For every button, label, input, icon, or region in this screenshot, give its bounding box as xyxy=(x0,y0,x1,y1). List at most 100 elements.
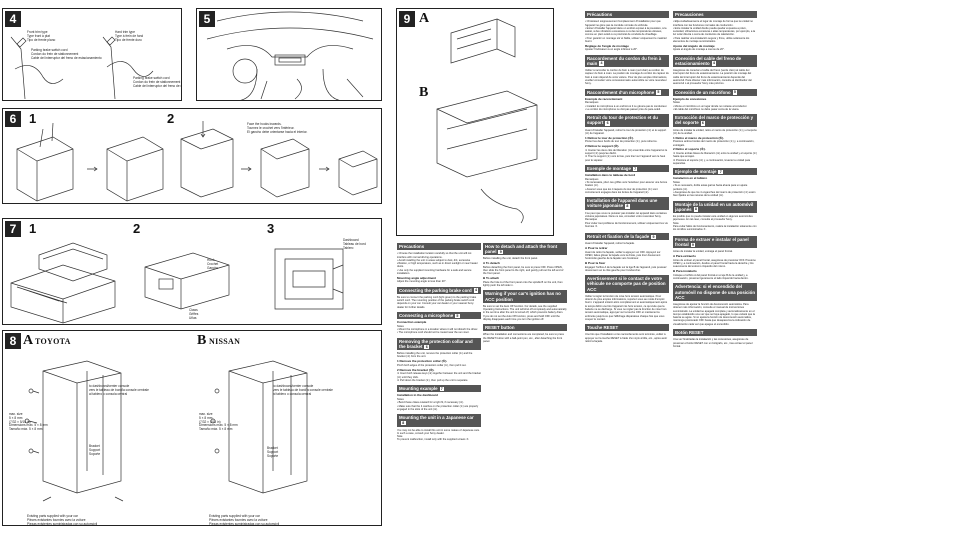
body-text: Remarques • Installez le microphone à un… xyxy=(585,101,668,111)
step-number-badge: 8 xyxy=(625,204,630,209)
body-text: Veillez à raccorder le cordon du frein à… xyxy=(585,69,669,86)
body-text: Remarque Pour éviter tout problème de fo… xyxy=(585,218,668,228)
subheading: Ajuste del ángulo de montaje xyxy=(673,43,715,48)
french-col-1: Précautions• Choisissez soigneusement l'… xyxy=(585,8,669,228)
body-text: Notes • Bend these claws outward for a t… xyxy=(397,397,479,411)
subheading: 1 Retirez le tour de protection (①). xyxy=(585,135,634,140)
section-heading-text: RESET button xyxy=(485,325,515,331)
spanish-col-2: Forma de extraer e instalar el panel fro… xyxy=(673,233,757,348)
label-dashboard-b: to dashboard/center console vers le tabl… xyxy=(273,384,333,396)
section-heading: Conexión del cable del freno de estacion… xyxy=(673,54,757,68)
section-heading-text: Ejemplo de montaje xyxy=(675,169,717,175)
body-text: Adjust the mounting angle to less than 2… xyxy=(397,280,447,284)
label-max-size-a: max. size 5 × 8 mm (7/32 × 5/16 in) Dime… xyxy=(9,412,48,432)
body-text: • Choisissez soigneusement l'emplacement… xyxy=(585,20,667,43)
body-text: • Avoid installing the unit in areas sub… xyxy=(397,258,478,269)
label-max-size-b: max. size 5 × 8 mm (7/32 × 5/16 in) Dime… xyxy=(199,412,238,432)
spanish-col-1: Precauciones• Elija cuidadosamente el lu… xyxy=(673,8,757,231)
car-interior-illustration xyxy=(206,11,374,100)
section-heading-text: Conexión de un micrófono xyxy=(675,89,731,95)
panel-number: 9 xyxy=(399,11,415,27)
section-heading: RESET button xyxy=(483,324,567,332)
removal-illustration xyxy=(16,121,378,202)
step-number-badge: 4 xyxy=(473,288,479,293)
section-heading-text: Connecting the parking brake cord xyxy=(399,287,472,293)
body-text: Il se peut que vous ne puissiez pas inst… xyxy=(585,211,667,218)
panel-number: 5 xyxy=(199,11,215,27)
step-number-badge: 7 xyxy=(439,386,445,392)
subheading: Mounting angle adjustment xyxy=(397,275,436,280)
panel-number: 4 xyxy=(5,11,21,27)
body-text: Before installing the unit, detach the f… xyxy=(483,257,538,261)
panel-7: 7 1 2 3 Hook Crochet Gancho Claws Griffe… xyxy=(2,218,382,325)
section-heading: How to detach and attach the front panel… xyxy=(483,243,567,256)
section-heading: Mounting the unit in a Japanese car8 xyxy=(397,414,481,427)
section-heading-text: Retrait et fixation de la façade xyxy=(587,234,650,239)
body-text: Veillez à régler la fonction de mise hor… xyxy=(585,294,668,321)
label-parking-right: Parking brake switch cord Cordon du frei… xyxy=(133,76,181,88)
step-3-label: 3 xyxy=(267,221,275,236)
step-number-badge: 4 xyxy=(599,61,604,66)
label-hook: Hook Crochet Gancho xyxy=(207,258,219,270)
section-heading-text: Precauciones xyxy=(675,12,704,17)
subheading: 1 Retire el marco de protección (①). xyxy=(673,135,725,140)
car-make-nissan: NISSAN xyxy=(209,337,241,346)
section-heading-text: Precautions xyxy=(399,244,425,249)
body-text: Antes de extraer el panel frontal, asegú… xyxy=(673,258,756,269)
section-heading: Warning if your car's ignition has no AC… xyxy=(483,290,567,303)
section-heading: Removing the protection collar and the b… xyxy=(397,337,481,351)
step-2-label: 2 xyxy=(133,221,141,236)
label-hard-trim: Hard trim type Type à frein de fond Tipo… xyxy=(115,30,144,42)
step-number-badge: 4 xyxy=(711,61,717,66)
body-text: Ajuste el ángulo de montaje a menos de 2… xyxy=(673,48,725,52)
body-text: Notes • Mount the microphone in a locati… xyxy=(397,324,479,335)
step-number-badge: 6 xyxy=(700,121,706,126)
body-text: • Use only the supplied mounting hardwar… xyxy=(397,268,472,275)
subheading: Ejemplo de conexiones xyxy=(673,96,707,101)
subheading: 2 Retire el soporte (②). xyxy=(673,147,706,152)
subheading: Installation dans le tableau de bord xyxy=(585,173,636,178)
subheading: A Para extraerlo xyxy=(673,254,696,259)
section-heading-text: Raccordement du cordon du frein à main xyxy=(587,55,662,66)
body-text: Presione ambos bordes del marco de prote… xyxy=(673,140,755,147)
subheading: B To attach xyxy=(483,276,500,281)
step-number-badge: 7 xyxy=(718,169,723,175)
step-number-badge: 8 xyxy=(693,207,699,212)
label-parking-left: Parking brake switch cord Cordon du frei… xyxy=(31,48,102,60)
section-heading-text: How to detach and attach the front panel xyxy=(485,244,558,255)
panel-number: 6 xyxy=(5,111,21,127)
body-text: Antes de instalar la unidad, extraiga el… xyxy=(673,250,733,254)
label-dashboard: Dashboard Tableau de bord Tablero xyxy=(343,238,366,250)
front-panel-illustration xyxy=(436,18,538,224)
section-heading: Precautions xyxy=(397,243,481,251)
variant-a-label: A xyxy=(23,333,34,348)
panel-8: 8 A TOYOTA B NISSAN max. size 5 × 8 mm (… xyxy=(2,330,382,526)
body-text: ① Inserte ambas llaves de liberación (③)… xyxy=(673,152,757,165)
section-heading: Precauciones xyxy=(673,11,757,19)
section-heading-text: Retrait du tour de protection et du supp… xyxy=(587,115,658,126)
body-text: Notas • Monte el micrófono en un lugar d… xyxy=(673,101,748,111)
section-heading: Retrait du tour de protection et du supp… xyxy=(585,114,669,127)
detach-label: A xyxy=(419,11,430,26)
body-text: Nota Para evitar fallos de funcionamient… xyxy=(673,221,757,232)
body-text: Be sure to connect the parking cord (lig… xyxy=(397,295,477,309)
subheading: Réglage de l'angle de montage xyxy=(585,43,629,48)
subheading: Instalación en el tablero xyxy=(673,176,708,181)
body-text: Asegúrese de conectar el cable del freno… xyxy=(673,69,752,86)
body-text: Es posible que no pueda instalar esta un… xyxy=(673,214,753,222)
body-text: Before installing the unit, remove the p… xyxy=(397,352,473,359)
subheading: B Pour la fixer xyxy=(585,260,606,265)
label-bracket-b: Bracket Support Soporte xyxy=(267,446,279,458)
body-text: Asegúrese de ajustar la función de desco… xyxy=(673,302,755,326)
panel-number: 8 xyxy=(5,333,21,349)
step-number-badge: 8 xyxy=(401,420,406,426)
variant-b-label: B xyxy=(197,333,207,348)
label-existing-a: Existing parts supplied with your car Pi… xyxy=(27,514,98,526)
mounting-illustration xyxy=(10,242,344,324)
